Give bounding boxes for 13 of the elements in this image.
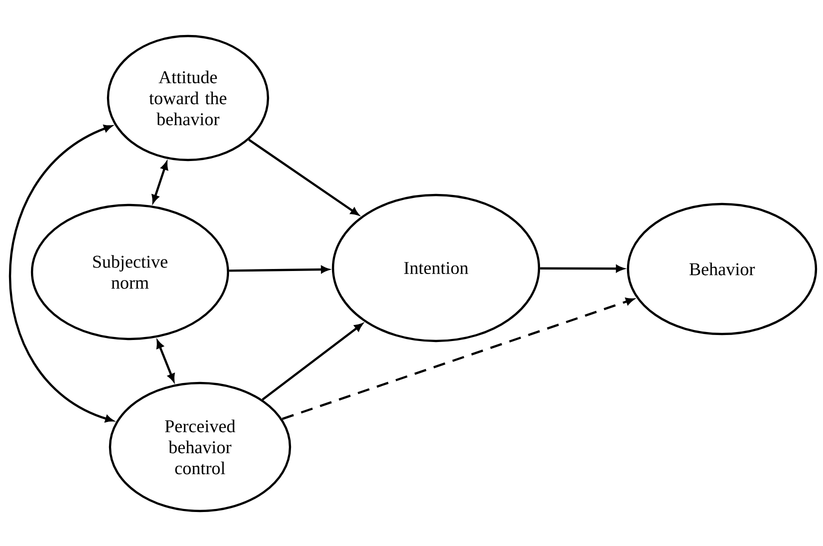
arrow bbox=[152, 162, 168, 203]
arrow bbox=[248, 138, 359, 216]
ellipse-node: Perceived behavior control bbox=[108, 382, 292, 512]
arrow bbox=[282, 298, 634, 420]
arrow bbox=[8, 124, 114, 422]
ellipse-node: Attitude toward the behavior bbox=[106, 34, 270, 162]
arrow bbox=[229, 266, 329, 274]
ellipse-node: Intention bbox=[332, 194, 540, 342]
ellipse-node: Subjective norm bbox=[30, 204, 230, 340]
arrow bbox=[540, 265, 624, 272]
arrow bbox=[262, 323, 363, 400]
arrow bbox=[156, 340, 175, 382]
ellipse-node: Behavior bbox=[626, 202, 818, 336]
